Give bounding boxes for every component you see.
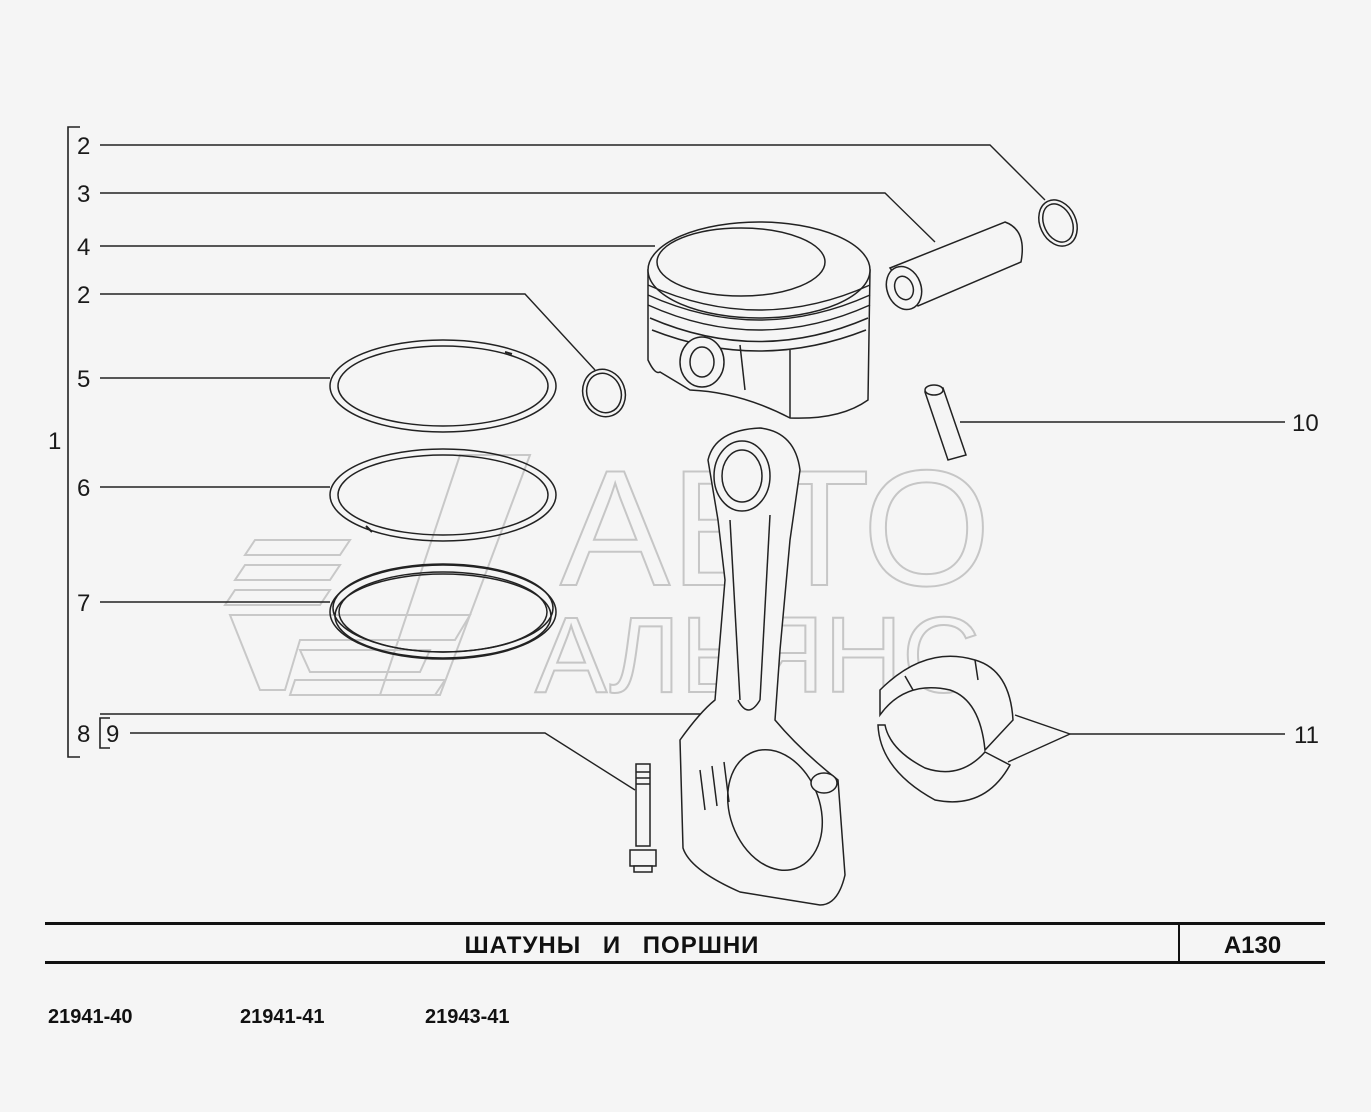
leader-2b xyxy=(100,293,596,371)
piston-pin xyxy=(885,221,1023,311)
connecting-rod xyxy=(679,427,846,906)
piston-pin-circlip-upper xyxy=(1038,199,1078,247)
model-code-3: 21943-41 xyxy=(425,1006,510,1028)
oil-control-ring xyxy=(329,563,557,660)
callout-2-upper: 2 xyxy=(77,133,90,160)
callout-7: 7 xyxy=(77,590,90,617)
watermark-logo xyxy=(223,454,532,696)
dowel-sleeve xyxy=(924,384,967,461)
callout-6: 6 xyxy=(77,475,90,502)
callout-10: 10 xyxy=(1292,410,1319,437)
compression-ring-second xyxy=(329,448,557,542)
compression-ring-top xyxy=(329,339,557,433)
callout-1: 1 xyxy=(48,428,61,455)
model-code-2: 21941-41 xyxy=(240,1006,325,1028)
callout-4: 4 xyxy=(77,234,90,261)
piston-pin-circlip-lower xyxy=(581,368,627,418)
kit-bracket xyxy=(67,126,110,758)
leader-2a xyxy=(100,144,1046,201)
section-code: A130 xyxy=(1223,932,1282,959)
connecting-rod-bearing-shells xyxy=(877,655,1014,803)
title-divider xyxy=(1178,925,1180,961)
callout-2-lower: 2 xyxy=(77,282,90,309)
callout-3: 3 xyxy=(77,181,90,208)
callout-9: 9 xyxy=(106,721,119,748)
leader-11a xyxy=(1014,714,1071,735)
title-bar: ШАТУНЫ И ПОРШНИ A130 xyxy=(45,922,1325,964)
callout-labels: 1 2 3 4 2 5 6 7 8 9 10 11 xyxy=(48,133,1319,749)
piston xyxy=(647,221,871,419)
leader-3 xyxy=(100,192,936,243)
callout-11: 11 xyxy=(1294,722,1319,749)
callout-5: 5 xyxy=(77,366,90,393)
connecting-rod-bolt xyxy=(629,763,657,873)
model-code-1: 21941-40 xyxy=(48,1006,133,1028)
callout-8: 8 xyxy=(77,721,90,748)
leader-lines xyxy=(100,144,1285,791)
leader-11b xyxy=(1007,733,1071,763)
watermark: АВТО АЛЬЯНС xyxy=(223,435,992,716)
leader-9 xyxy=(130,732,636,791)
page-title: ШАТУНЫ И ПОРШНИ xyxy=(464,932,760,959)
